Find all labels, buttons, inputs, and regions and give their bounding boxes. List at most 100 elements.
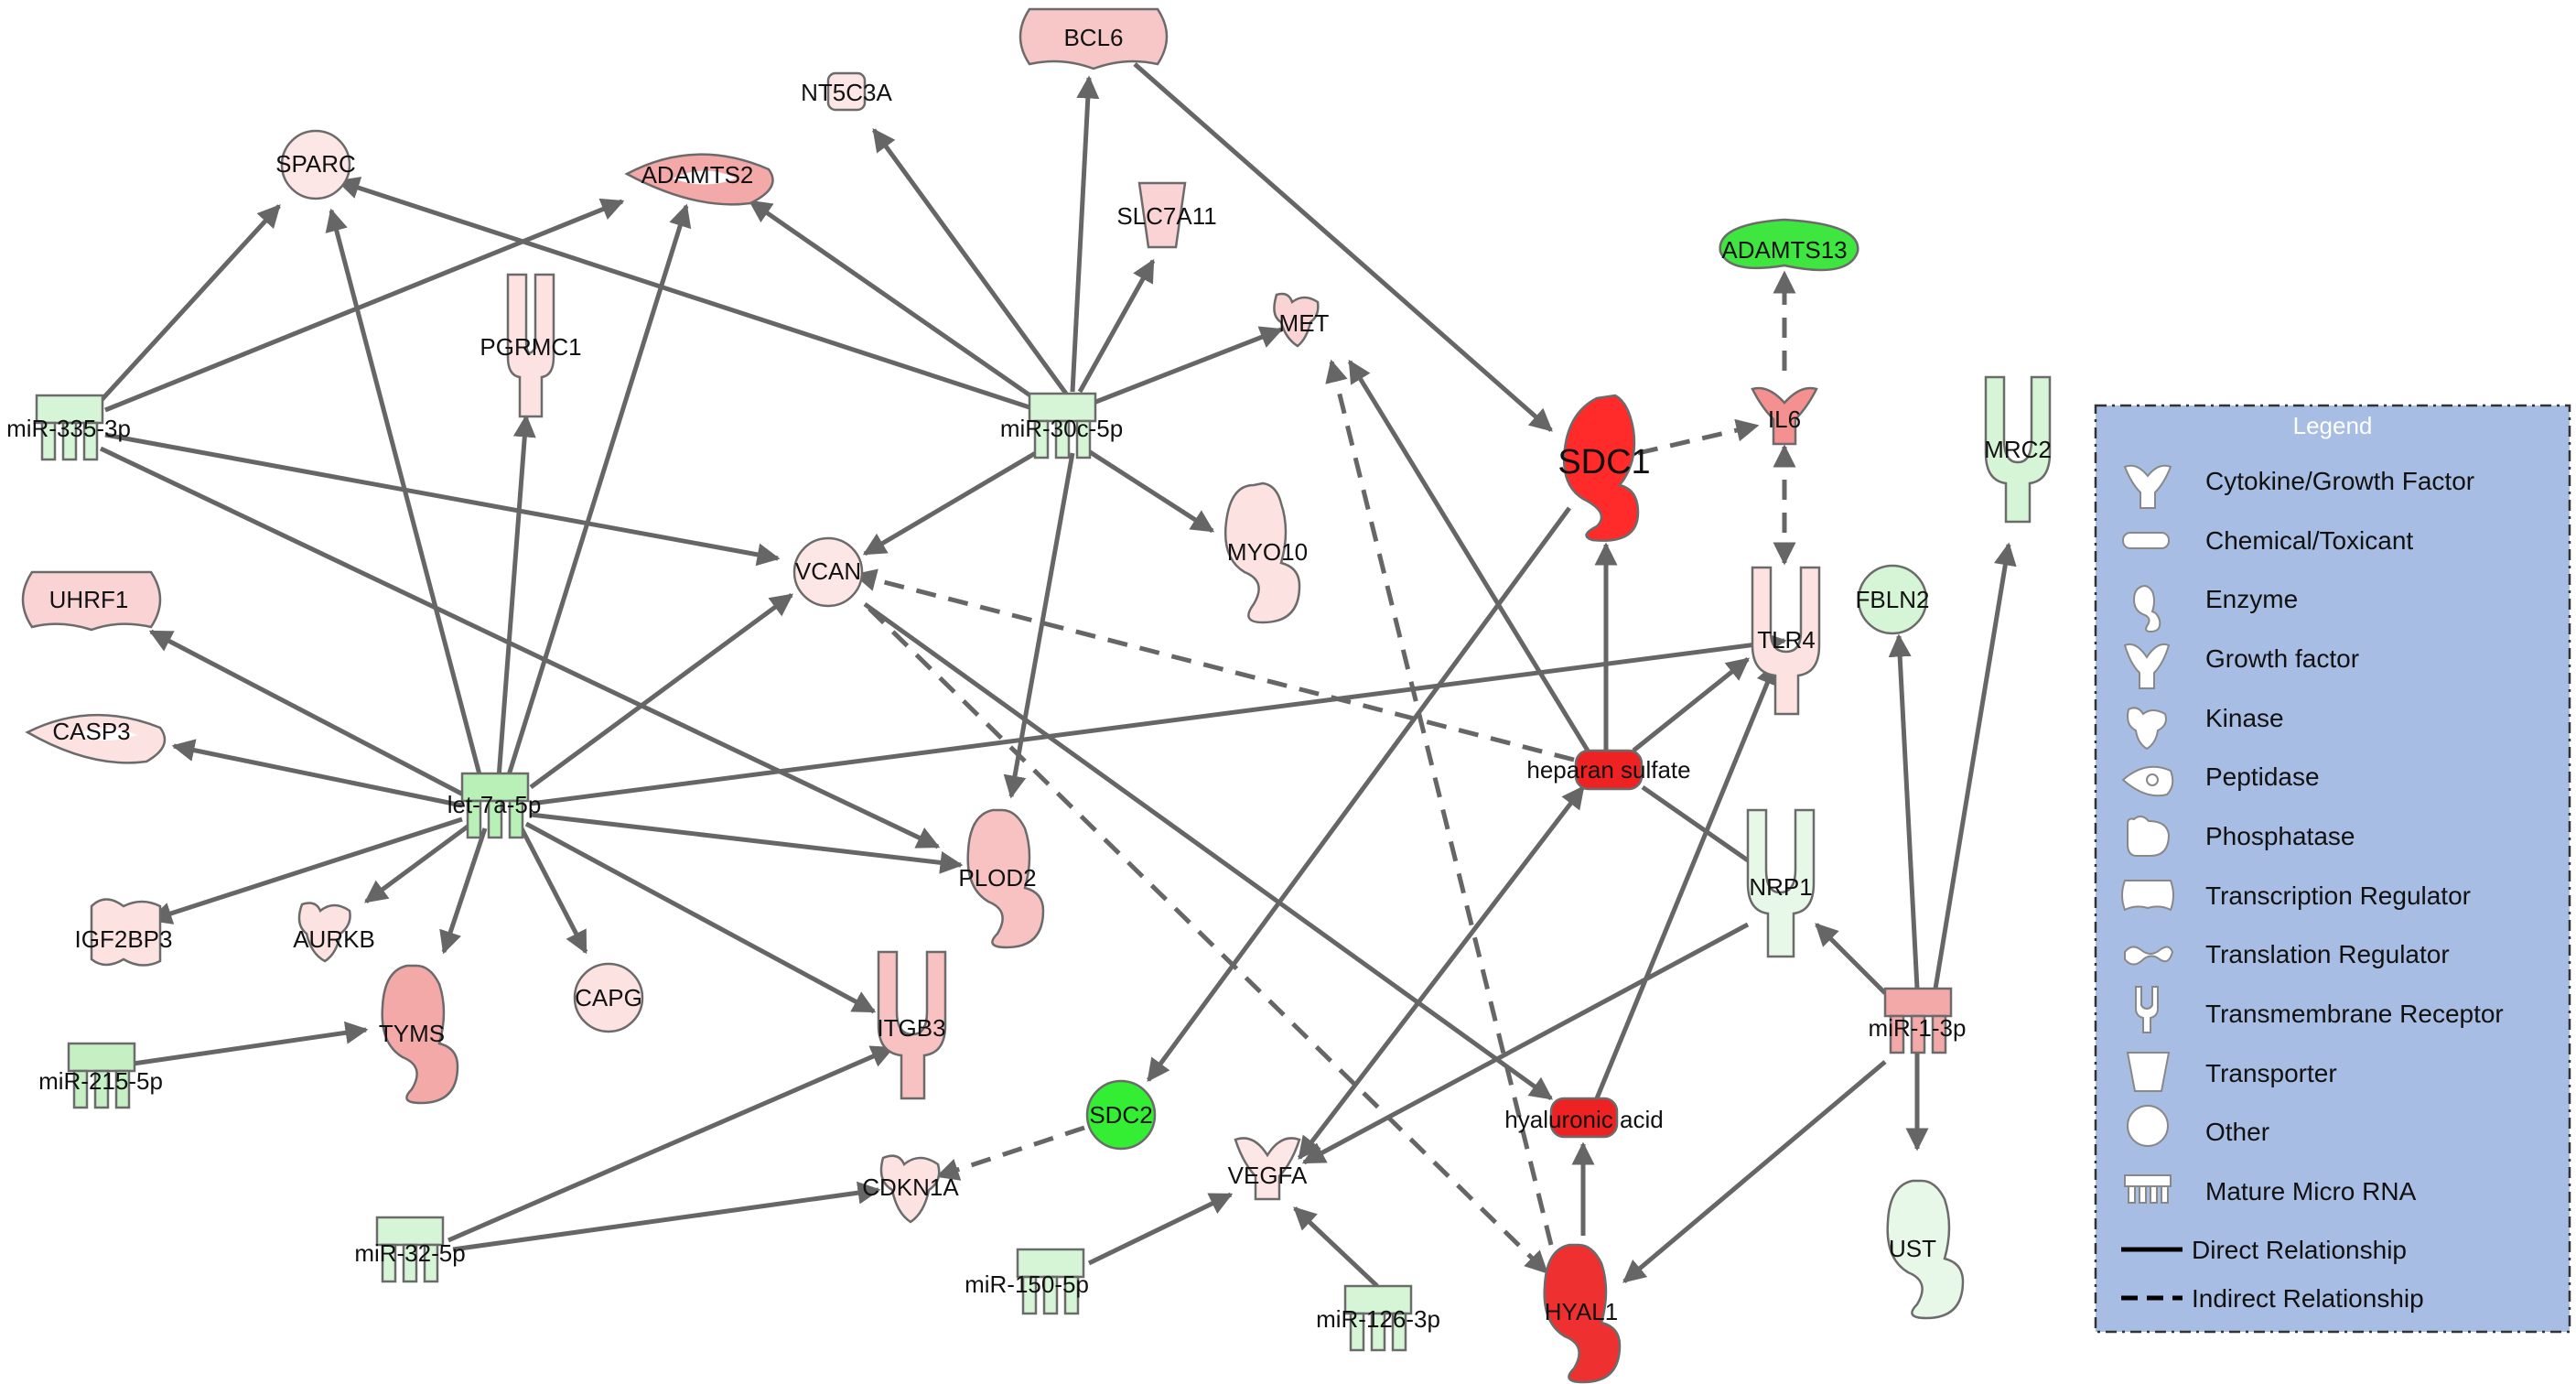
edge-vcan-hyal1 — [868, 607, 1548, 1274]
node-igf2bp3[interactable]: IGF2BP3 — [75, 898, 173, 967]
label-mir215: miR-215-5p — [38, 1067, 163, 1095]
edge-mir30c-bcl6 — [1070, 75, 1100, 393]
edge-sdc1-sdc2 — [1146, 506, 1572, 1083]
node-adamts2[interactable]: ADAMTS2 — [624, 153, 774, 206]
label-sdc2: SDC2 — [1089, 1101, 1152, 1129]
label-plod2: PLOD2 — [958, 864, 1036, 892]
label-tyms: TYMS — [379, 1020, 445, 1047]
node-vcan[interactable]: VCAN — [792, 536, 864, 608]
node-sdc2[interactable]: SDC2 — [1085, 1079, 1157, 1151]
node-myo10[interactable]: MYO10 — [1224, 481, 1308, 624]
node-pgrmc1[interactable]: PGRMC1 — [480, 273, 582, 418]
edge-let7a-casp3 — [171, 739, 463, 808]
node-ust[interactable]: UST — [1886, 1179, 1965, 1320]
label-mir30c: miR-30c-5p — [1000, 415, 1123, 442]
node-bcl6[interactable]: BCL6 — [1019, 7, 1169, 70]
legend-direct-label: Direct Relationship — [2192, 1236, 2407, 1264]
node-mir32[interactable]: miR-32-5p — [354, 1216, 466, 1283]
node-sparc[interactable]: SPARC — [275, 129, 356, 200]
legend-title: Legend — [2293, 412, 2373, 439]
node-vegfa[interactable]: VEGFA — [1228, 1137, 1308, 1201]
phosphatase-icon — [2127, 816, 2171, 857]
node-hyal1[interactable]: HYAL1 — [1543, 1243, 1622, 1384]
node-capg[interactable]: CAPG — [573, 962, 644, 1033]
node-tyms[interactable]: TYMS — [379, 964, 459, 1105]
label-mir1: miR-1-3p — [1869, 1014, 1967, 1042]
label-mrc2: MRC2 — [1984, 436, 2052, 463]
edge-mir30c-sparc — [336, 177, 1030, 410]
node-plod2[interactable]: PLOD2 — [958, 808, 1045, 949]
legend-panel: Legend — [2094, 404, 2571, 1334]
node-adamts13[interactable]: ADAMTS13 — [1719, 218, 1859, 272]
label-capg: CAPG — [575, 984, 642, 1011]
edge-let7a-capg — [519, 827, 588, 955]
edge-nrp1-vegfa — [1301, 922, 1750, 1165]
legend-item-label: Transporter — [2205, 1059, 2337, 1087]
label-heparan-sulfate: heparan sulfate — [1526, 756, 1690, 784]
node-il6[interactable]: IL6 — [1751, 386, 1818, 446]
legend-indirect-label: Indirect Relationship — [2192, 1284, 2424, 1313]
node-sdc1[interactable]: SDC1 — [1557, 394, 1651, 542]
label-sparc: SPARC — [275, 150, 356, 178]
edge-mir1-fbln2 — [1888, 633, 1920, 989]
node-tlr4[interactable]: TLR4 — [1751, 566, 1821, 716]
legend-item-label: Mature Micro RNA — [2205, 1177, 2417, 1206]
label-mir126: miR-126-3p — [1316, 1305, 1440, 1333]
label-itgb3: ITGB3 — [877, 1014, 945, 1042]
node-mir1[interactable]: miR-1-3p — [1869, 987, 1967, 1054]
node-itgb3[interactable]: ITGB3 — [877, 950, 947, 1100]
node-mir30c[interactable]: miR-30c-5p — [1000, 392, 1123, 460]
label-aurkb: AURKB — [293, 925, 375, 953]
label-uhrf1: UHRF1 — [49, 586, 129, 613]
edge-mir1-nrp1 — [1815, 923, 1887, 995]
node-fbln2[interactable]: FBLN2 — [1856, 564, 1930, 635]
transporter-icon — [2126, 1052, 2171, 1092]
label-mir150: miR-150-5p — [965, 1270, 1089, 1298]
edge-hyaluronic-tlr4 — [1594, 661, 1779, 1099]
node-cdkn1a[interactable]: CDKN1A — [862, 1154, 959, 1224]
edge-mir126-vegfa — [1293, 1206, 1379, 1288]
node-hyaluronic-acid[interactable]: hyaluronic acid — [1504, 1097, 1664, 1139]
node-heparan-sulfate[interactable]: heparan sulfate — [1526, 749, 1691, 791]
edge-let7a-tyms — [439, 827, 488, 955]
edge-mir30c-vcan — [862, 446, 1045, 557]
node-slc7a11[interactable]: SLC7A11 — [1116, 181, 1217, 249]
edge-bcl6-sdc1 — [1133, 62, 1553, 432]
edge-heparan-vcan — [853, 568, 1575, 762]
legend-item-label: Translation Regulator — [2205, 940, 2450, 968]
label-vegfa: VEGFA — [1228, 1162, 1308, 1189]
edge-sdc2-cdkn1a — [935, 1125, 1085, 1181]
label-adamts13: ADAMTS13 — [1721, 236, 1847, 264]
label-hyal1: HYAL1 — [1545, 1298, 1618, 1325]
node-mir150[interactable]: miR-150-5p — [965, 1248, 1089, 1315]
edge-let7a-vcan — [529, 592, 794, 790]
node-mrc2[interactable]: MRC2 — [1984, 375, 2052, 524]
label-il6: IL6 — [1768, 405, 1801, 433]
label-nrp1: NRP1 — [1749, 873, 1812, 901]
label-slc7a11: SLC7A11 — [1116, 202, 1216, 230]
node-met[interactable]: MET — [1273, 292, 1330, 348]
node-nrp1[interactable]: NRP1 — [1746, 808, 1816, 958]
legend-item-label: Transmembrane Receptor — [2205, 1000, 2504, 1028]
legend-item-label: Peptidase — [2205, 762, 2320, 791]
edge-mir30c-nt5c3a — [871, 127, 1069, 395]
node-mir126[interactable]: miR-126-3p — [1316, 1284, 1440, 1352]
node-aurkb[interactable]: AURKB — [293, 902, 375, 963]
label-mir335: miR-335-3p — [6, 415, 131, 442]
node-let7a[interactable]: let-7a-5p — [447, 772, 542, 839]
label-hyaluronic-acid: hyaluronic acid — [1504, 1106, 1663, 1133]
node-mir215[interactable]: miR-215-5p — [38, 1042, 163, 1109]
node-uhrf1[interactable]: UHRF1 — [21, 570, 162, 632]
edge-mir30c-myo10 — [1083, 446, 1215, 534]
label-nt5c3a: NT5C3A — [801, 79, 892, 106]
enzyme-icon — [2132, 584, 2161, 633]
edge-mir335-plod2 — [99, 446, 941, 849]
node-mir335[interactable]: miR-335-3p — [6, 394, 131, 461]
edge-mir1-mrc2 — [1933, 542, 2017, 989]
label-ust: UST — [1889, 1235, 1936, 1262]
edge-heparan-met — [1347, 359, 1590, 752]
node-nt5c3a[interactable]: NT5C3A — [801, 71, 893, 112]
node-casp3[interactable]: CASP3 — [25, 713, 167, 764]
edge-mir215-tyms — [113, 1021, 369, 1069]
translation-regulator-icon — [2124, 946, 2174, 966]
